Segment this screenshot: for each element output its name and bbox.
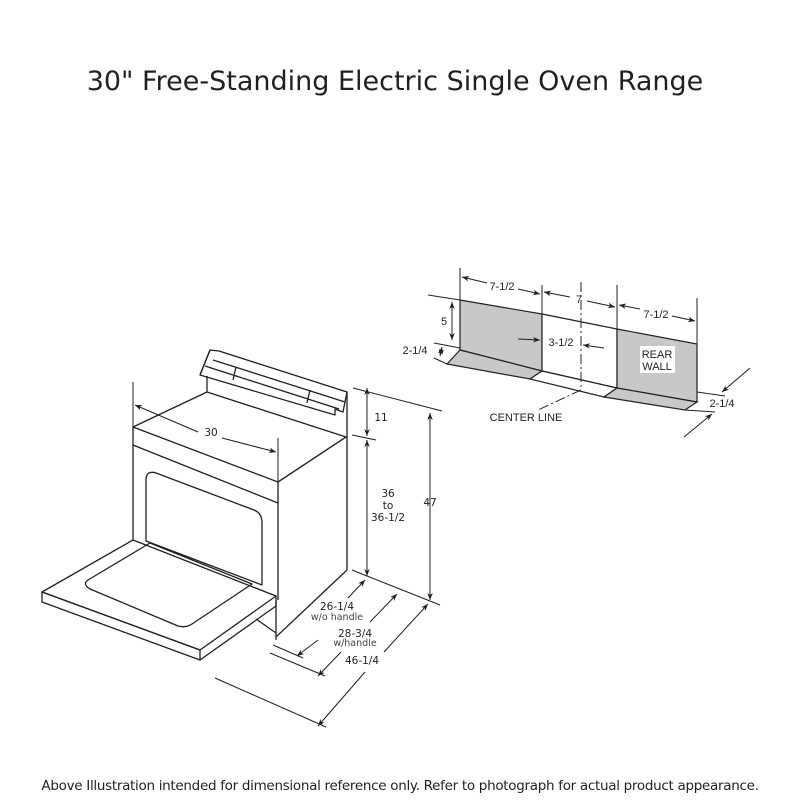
- depth-with-handle-note: w/handle: [333, 638, 377, 649]
- offset-from-center-label: 3-1/2: [548, 337, 573, 349]
- range-drawing: [41, 349, 348, 661]
- center-line-label: CENTER LINE: [490, 412, 563, 424]
- oven-door: [41, 539, 277, 651]
- door-inner-panel: [84, 542, 253, 628]
- cooktop-height-line2: to: [383, 500, 394, 512]
- rear-wall-detail: REAR WALL 7-1/2 7 7-1/2 5 2-1/4 3-1/2: [402, 268, 751, 438]
- depth-with-handle-label: 28-3/4: [338, 628, 372, 640]
- left-floor-depth-label: 2-1/4: [402, 345, 427, 357]
- width-label: 30: [204, 427, 217, 439]
- rear-wall-label-line2: WALL: [642, 361, 672, 373]
- range-dimensions: 30 11 36 to 36-1/2 47 26-1/4 w/o handle …: [132, 382, 443, 728]
- overall-height-label: 47: [423, 497, 436, 509]
- disclaimer-footer: Above Illustration intended for dimensio…: [41, 778, 759, 794]
- height-label: 5: [441, 316, 447, 328]
- depth-door-open-label: 46-1/4: [345, 655, 379, 667]
- backguard: [199, 349, 348, 416]
- cooktop-height-line3: 36-1/2: [371, 512, 405, 524]
- center-width-label: 7: [576, 294, 582, 306]
- right-floor-depth-label: 2-1/4: [709, 398, 734, 410]
- left-width-label: 7-1/2: [489, 281, 514, 293]
- rear-wall-label-line1: REAR: [642, 349, 673, 361]
- oven-window: [145, 471, 263, 586]
- diagram-title: 30" Free-Standing Electric Single Oven R…: [86, 66, 704, 97]
- backguard-height-label: 11: [374, 412, 387, 424]
- depth-without-handle-note: w/o handle: [311, 612, 363, 623]
- depth-without-handle-label: 26-1/4: [320, 601, 354, 613]
- cooktop-height-line1: 36: [381, 488, 395, 500]
- cooktop: [132, 391, 347, 483]
- right-width-label: 7-1/2: [643, 309, 668, 321]
